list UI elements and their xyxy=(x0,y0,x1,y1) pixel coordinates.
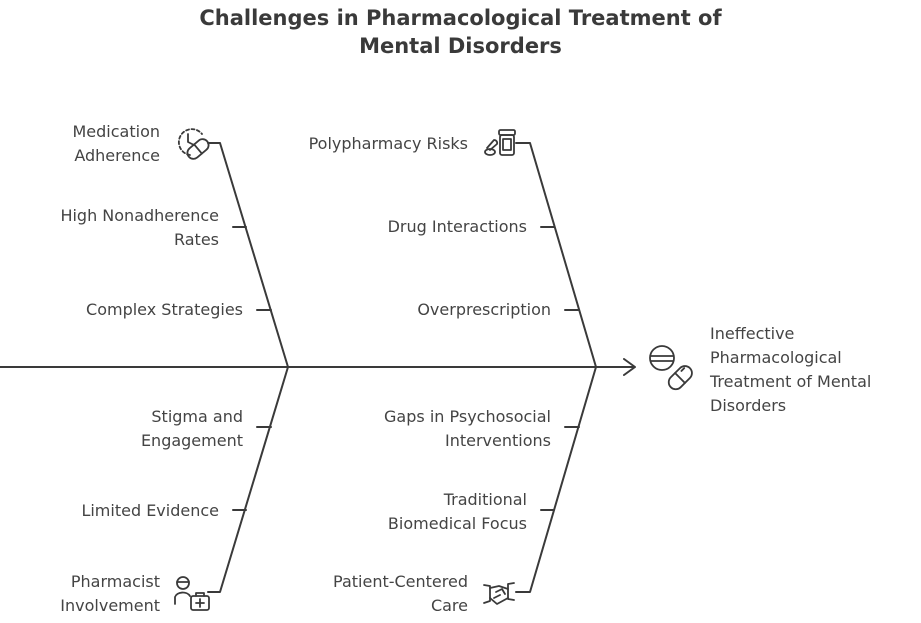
label-line: Stigma and xyxy=(151,407,243,426)
label-line: Traditional xyxy=(443,490,527,509)
effect-label: Ineffective Pharmacological Treatment of… xyxy=(710,322,871,418)
label-line: Limited Evidence xyxy=(81,501,219,520)
spine-arrowhead xyxy=(623,358,636,376)
label-line: Overprescription xyxy=(417,300,551,319)
label-line: Complex Strategies xyxy=(86,300,243,319)
branch-head-medication-adherence: Medication Adherence xyxy=(73,120,161,168)
label-line: Medication xyxy=(72,122,161,141)
cause-overprescription: Overprescription xyxy=(417,298,551,322)
label-line: Drug Interactions xyxy=(387,217,527,236)
label-line: Adherence xyxy=(74,146,160,165)
label-line: Treatment of Mental xyxy=(710,372,872,391)
cause-drug-interactions: Drug Interactions xyxy=(388,215,527,239)
cause-limited-evidence: Limited Evidence xyxy=(81,499,219,523)
branch-head-pharmacist-involvement: Pharmacist Involvement xyxy=(60,570,160,618)
label-line: Polypharmacy Risks xyxy=(308,134,468,153)
branch-head-patient-centered-care: Patient-Centered Care xyxy=(333,570,468,618)
pharmacist-icon xyxy=(174,576,210,611)
title-line-1: Challenges in Pharmacological Treatment … xyxy=(199,6,722,30)
label-line: Pharmacological xyxy=(710,348,842,367)
title-line-2: Mental Disorders xyxy=(359,34,562,58)
cause-traditional-biomedical-focus: Traditional Biomedical Focus xyxy=(388,488,527,536)
branch-head-polypharmacy-risks: Polypharmacy Risks xyxy=(309,132,468,156)
diagram-title: Challenges in Pharmacological Treatment … xyxy=(0,4,921,60)
label-line: Rates xyxy=(173,230,219,249)
cause-gaps-psychosocial-interventions: Gaps in Psychosocial Interventions xyxy=(384,405,551,453)
pill-bottle-icon xyxy=(484,129,516,156)
label-line: Engagement xyxy=(140,431,243,450)
label-line: Ineffective xyxy=(710,324,795,343)
bone-patient-centered-care xyxy=(515,366,597,593)
label-line: Biomedical Focus xyxy=(387,514,527,533)
label-line: Disorders xyxy=(710,396,787,415)
label-line: Pharmacist xyxy=(70,572,160,591)
cause-stigma-and-engagement: Stigma and Engagement xyxy=(141,405,243,453)
cause-complex-strategies: Complex Strategies xyxy=(86,298,243,322)
bone-polypharmacy-risks xyxy=(515,142,597,368)
label-line: Involvement xyxy=(60,596,160,615)
pills-icon xyxy=(649,345,693,391)
bone-medication-adherence xyxy=(207,142,289,368)
label-line: Gaps in Psychosocial xyxy=(384,407,551,426)
cause-high-nonadherence-rates: High Nonadherence Rates xyxy=(60,204,219,252)
label-line: Interventions xyxy=(445,431,551,450)
bone-pharmacist-involvement xyxy=(207,366,289,593)
label-line: High Nonadherence xyxy=(60,206,219,225)
clock-pill-icon xyxy=(177,128,210,160)
handshake-icon xyxy=(483,582,515,605)
label-line: Patient-Centered xyxy=(333,572,468,591)
label-line: Care xyxy=(430,596,468,615)
